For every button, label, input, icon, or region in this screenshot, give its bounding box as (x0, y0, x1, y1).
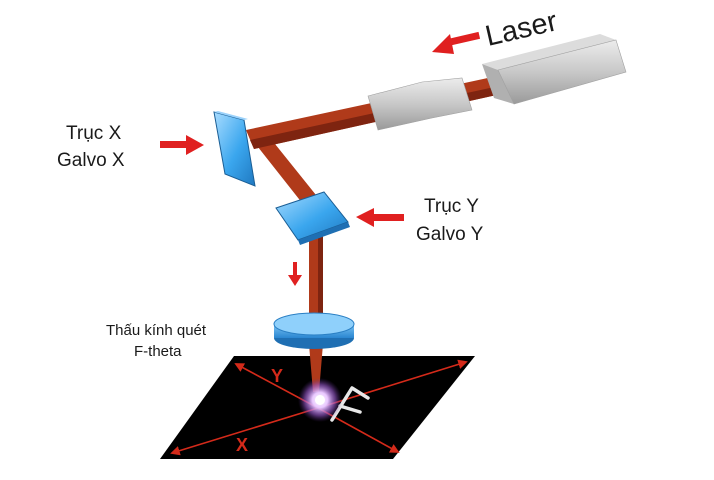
galvo-x-label-line2: Galvo X (57, 150, 125, 171)
beam-diagonal (254, 134, 324, 213)
work-plane-x-label: X (236, 435, 248, 455)
arrow-laser-direction (432, 31, 481, 54)
galvo-x-mirror (213, 111, 256, 187)
laser-body-top (482, 34, 616, 70)
arrow-beam-down (288, 262, 302, 286)
lens-label-line2: F-theta (134, 343, 182, 360)
laser-body-side (497, 39, 627, 105)
galvo-y-label-line2: Galvo Y (416, 224, 484, 245)
arrow-galvo-y (356, 208, 404, 227)
laser-body-front (482, 64, 514, 104)
f-theta-lens (273, 312, 355, 349)
galvo-x-label-line1: Trục X (66, 123, 122, 144)
galvo-y-label-line1: Trục Y (424, 196, 479, 217)
laser-nozzle (367, 77, 473, 131)
plane-arrow-x-left (170, 407, 319, 456)
galvo-y-mirror (275, 191, 349, 241)
lens-label-line1: Thấu kính quét (106, 322, 207, 339)
laser-label: Laser (482, 5, 560, 53)
work-plane-y-label: Y (271, 366, 283, 386)
arrow-galvo-x (160, 135, 204, 155)
laser-source (367, 34, 627, 131)
